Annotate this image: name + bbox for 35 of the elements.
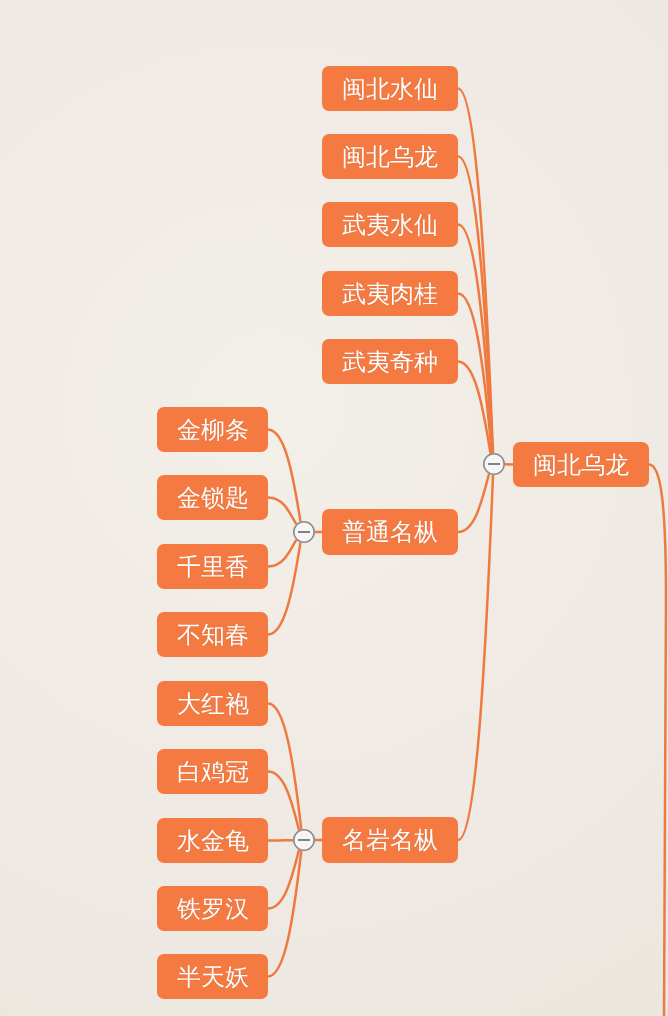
- topic-box: 武夷奇种: [322, 339, 458, 384]
- connector-line: [267, 428, 302, 522]
- topic-box: 闽北乌龙: [322, 134, 458, 179]
- connector-line: [268, 838, 293, 842]
- topic-box: 普通名枞: [322, 509, 458, 555]
- collapse-icon: [293, 829, 315, 851]
- connector-line: [457, 473, 491, 534]
- collapse-icon: [293, 521, 315, 543]
- connector-line: [267, 496, 298, 525]
- connector-line: [457, 474, 495, 841]
- topic-box: 千里香: [157, 544, 268, 589]
- topic-box: 水金龟: [157, 818, 268, 863]
- connector-line: [267, 850, 303, 978]
- topic-box: 铁罗汉: [157, 886, 268, 931]
- topic-box: 大红袍: [157, 681, 268, 726]
- connector-line: [267, 542, 302, 636]
- collapse-icon: [483, 453, 505, 475]
- topic-box: 武夷水仙: [322, 202, 458, 247]
- connector-line: [648, 463, 668, 1016]
- topic-box: 不知春: [157, 612, 268, 657]
- connector-line: [267, 849, 301, 910]
- connector-line: [457, 155, 495, 454]
- connector-line: [457, 360, 492, 454]
- topic-box: 白鸡冠: [157, 749, 268, 794]
- connector-line: [505, 463, 514, 466]
- connector-line: [267, 539, 298, 568]
- topic-box: 武夷肉桂: [322, 271, 458, 316]
- connector-line: [267, 770, 301, 831]
- topic-box: 闽北乌龙: [513, 442, 649, 487]
- topic-box: 名岩名枞: [322, 817, 458, 863]
- topic-box: 金锁匙: [157, 475, 268, 520]
- topic-box: 金柳条: [157, 407, 268, 452]
- connector-line: [267, 702, 303, 830]
- topic-box: 闽北水仙: [322, 66, 458, 111]
- topic-box: 半天妖: [157, 954, 268, 999]
